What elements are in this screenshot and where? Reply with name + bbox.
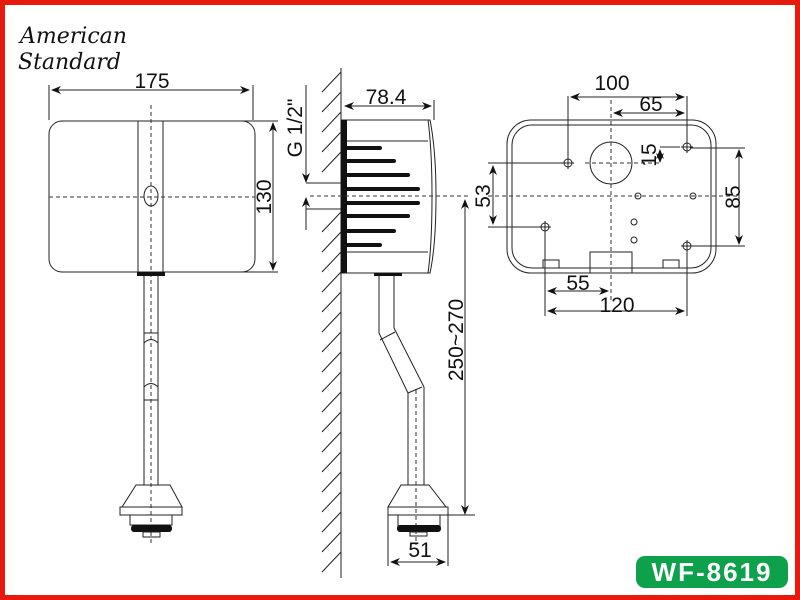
dim-53: 53: [472, 184, 495, 207]
model-badge: WF-8619: [636, 556, 788, 588]
dim-130: 130: [253, 179, 276, 214]
dim-65: 65: [639, 93, 662, 116]
svg-text:Standard: Standard: [18, 50, 121, 75]
dim-51: 51: [408, 539, 431, 562]
dim-120: 120: [599, 294, 634, 317]
side-view: 78.4 G 1/2" 250~270 51: [284, 68, 475, 578]
dim-100: 100: [594, 72, 629, 95]
dim-85: 85: [722, 185, 745, 208]
dim-55: 55: [566, 272, 589, 295]
dim-78-4: 78.4: [366, 86, 407, 109]
american-standard-logo: American Standard: [18, 24, 127, 75]
svg-text:American: American: [18, 24, 127, 49]
dim-175: 175: [134, 70, 169, 93]
dim-250-270: 250~270: [445, 299, 468, 381]
dim-15: 15: [638, 143, 661, 166]
thread-label: G 1/2": [284, 99, 307, 158]
front-view: 175 130: [48, 70, 278, 545]
rear-view: 100 65 15 85 53 55 120: [472, 72, 745, 317]
